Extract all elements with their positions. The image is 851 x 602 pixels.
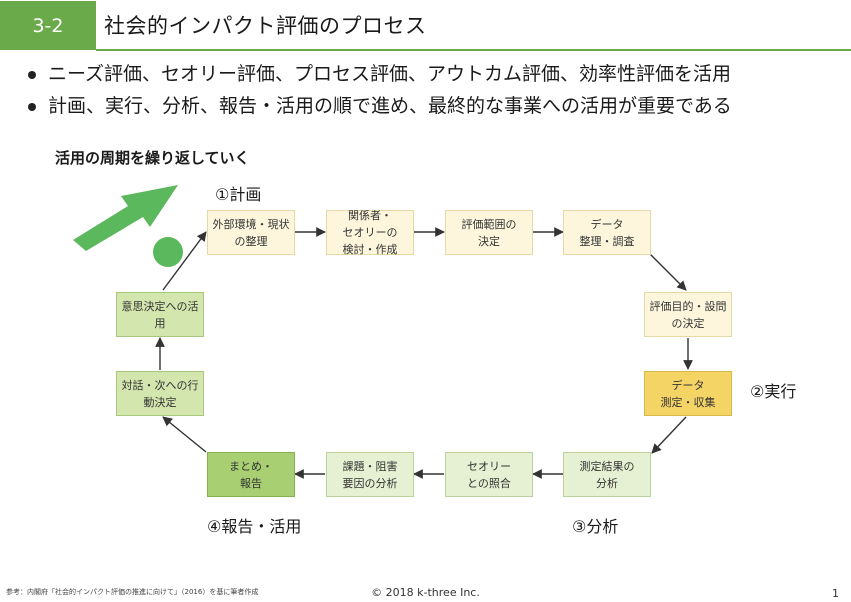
source-footnote: 参考：内閣府「社会的インパクト評価の推進に向けて」（2016）を基に筆者作成 <box>6 588 259 596</box>
step-box: 関係者・ セオリーの 検討・作成 <box>326 209 414 256</box>
section-number-badge: 3-2 <box>0 1 96 50</box>
step-label: 外部環境・現状 の整理 <box>212 217 290 248</box>
page-number: 1 <box>832 587 839 600</box>
step-box: データ 整理・調査 <box>563 210 651 255</box>
copyright: © 2018 k-three Inc. <box>371 586 480 599</box>
step-box: 外部環境・現状 の整理 <box>207 210 295 255</box>
cycle-dot-icon <box>153 237 183 267</box>
step-label: 関係者・ セオリーの 検討・作成 <box>342 209 398 256</box>
step-box: 評価目的・設問 の決定 <box>644 292 732 337</box>
bullet-list: ニーズ評価、セオリー評価、プロセス評価、アウトカム評価、効率性評価を活用 計画、… <box>26 58 732 122</box>
phase-label-plan: ①計画 <box>215 185 262 204</box>
step-box: 評価範囲の 決定 <box>445 210 533 255</box>
step-label: 測定結果の 分析 <box>579 459 635 490</box>
slide-title: 社会的インパクト評価のプロセス <box>104 14 427 38</box>
step-label: データ 整理・調査 <box>579 217 635 248</box>
step-box: 対話・次への行 動決定 <box>116 371 204 416</box>
step-label: セオリー との照合 <box>467 459 511 490</box>
step-box: 測定結果の 分析 <box>563 452 651 497</box>
phase-label-analyze: ③分析 <box>572 517 619 536</box>
step-label: 課題・阻害 要因の分析 <box>342 459 398 490</box>
step-box: 意思決定への活 用 <box>116 292 204 337</box>
cycle-title: 活用の周期を繰り返していく <box>55 149 250 167</box>
growth-arrow-icon <box>73 185 178 251</box>
bullet-item: ニーズ評価、セオリー評価、プロセス評価、アウトカム評価、効率性評価を活用 <box>26 58 732 90</box>
step-box: セオリー との照合 <box>445 452 533 497</box>
step-label: データ 測定・収集 <box>660 378 716 409</box>
header-divider <box>96 49 851 51</box>
step-label: 意思決定への活 用 <box>121 299 199 330</box>
step-box: まとめ・ 報告 <box>207 452 295 497</box>
step-box: データ 測定・収集 <box>644 371 732 416</box>
step-label: 評価目的・設問 の決定 <box>649 299 727 330</box>
step-box: 課題・阻害 要因の分析 <box>326 452 414 497</box>
step-label: 評価範囲の 決定 <box>461 217 517 248</box>
phase-label-execute: ②実行 <box>750 382 797 401</box>
bullet-item: 計画、実行、分析、報告・活用の順で進め、最終的な事業への活用が重要である <box>26 90 732 122</box>
phase-label-report: ④報告・活用 <box>207 517 302 536</box>
step-label: まとめ・ 報告 <box>229 459 273 490</box>
step-label: 対話・次への行 動決定 <box>121 378 199 409</box>
